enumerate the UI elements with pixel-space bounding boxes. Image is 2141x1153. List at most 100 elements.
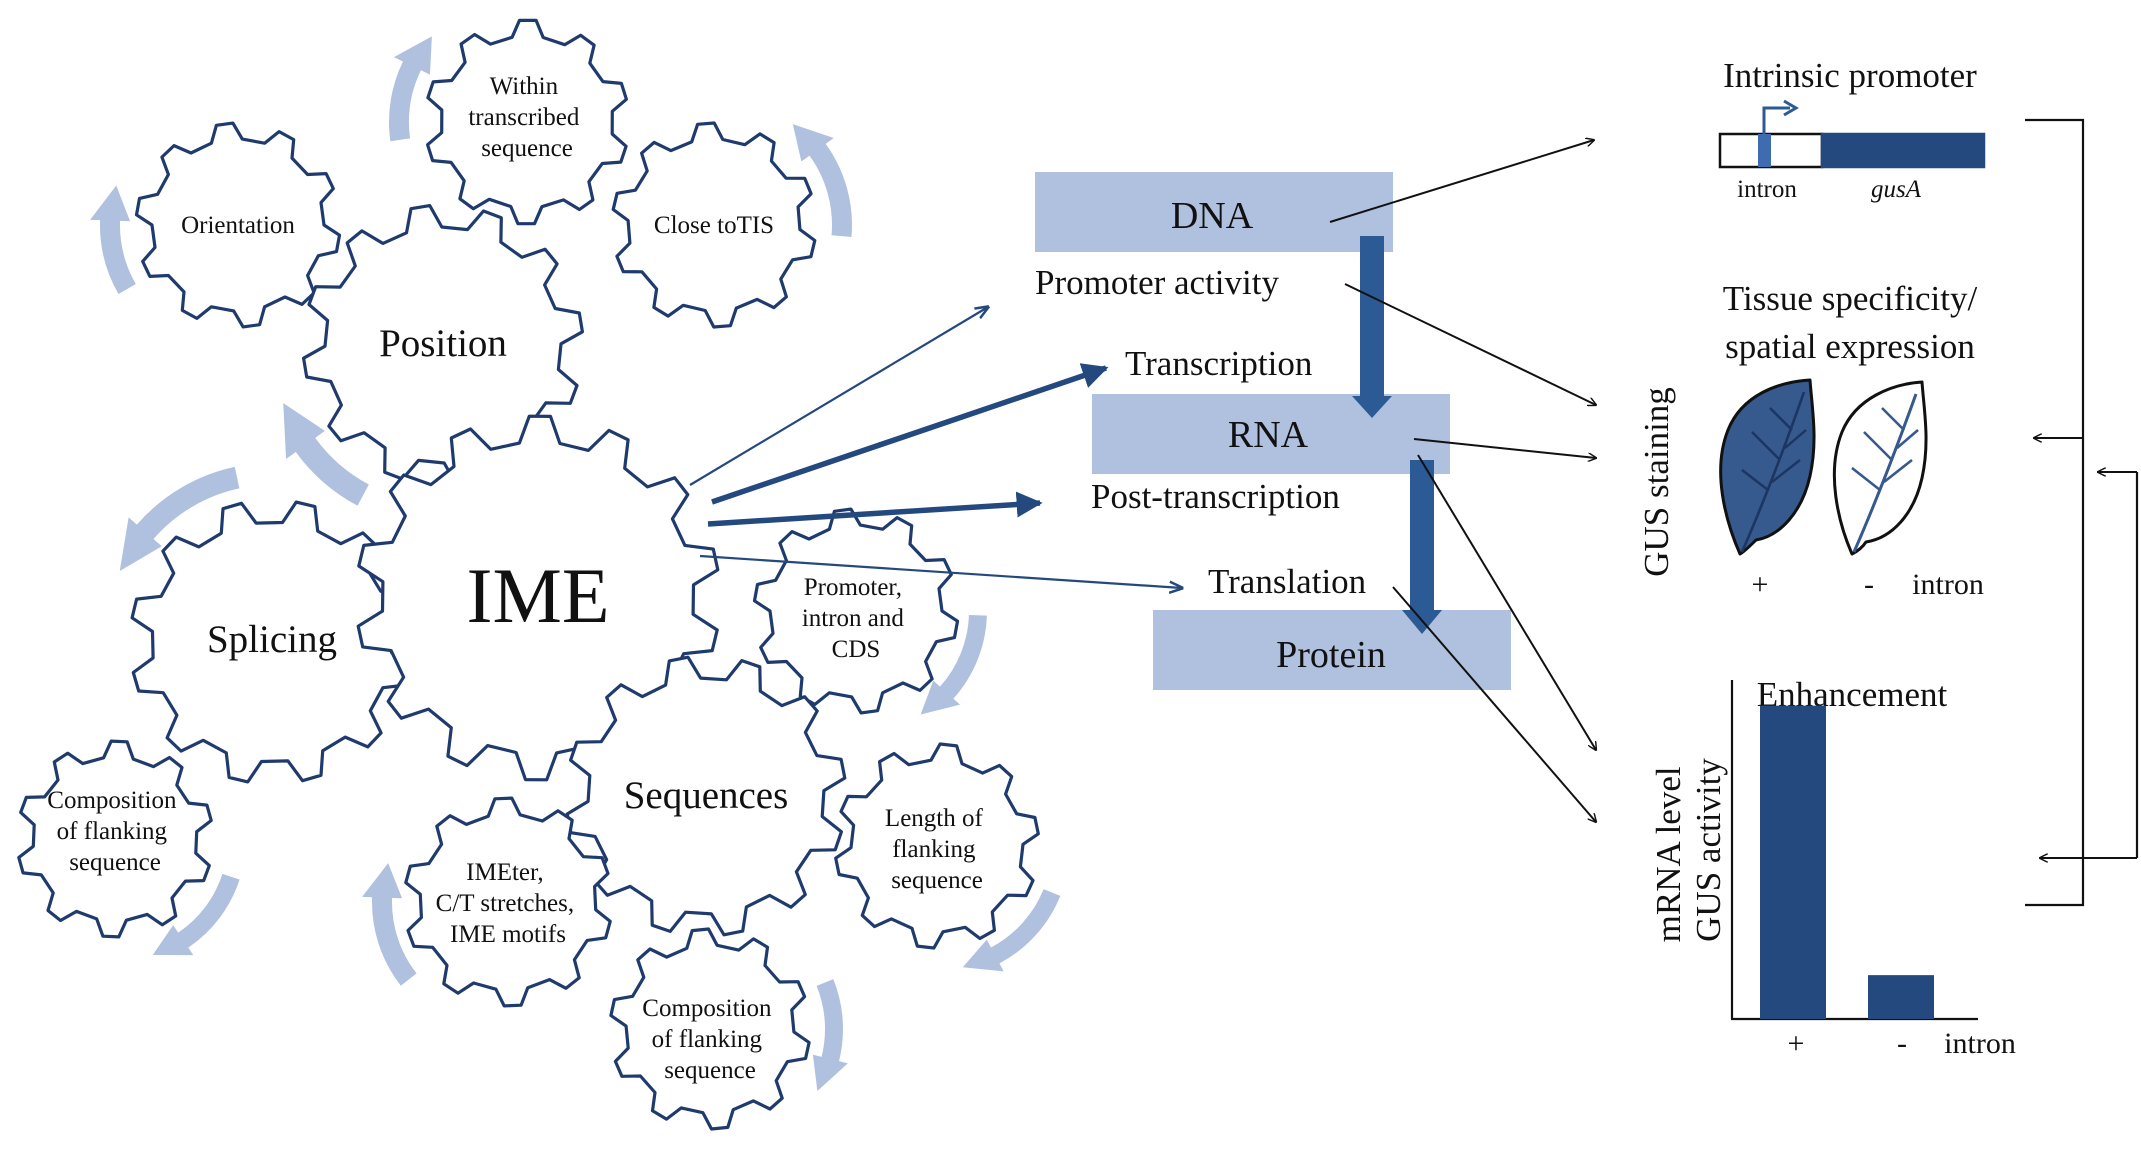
construct-gusa-label: gusA: [1871, 176, 1922, 203]
cycle-arrow-splicing: [119, 466, 240, 572]
composition-left-line-3: sequence: [69, 849, 161, 876]
chart-bars: [1760, 705, 1934, 1019]
gus-staining-label: GUS staining: [1637, 387, 1676, 577]
gear-sequences: [565, 655, 847, 937]
composition-bottom-line-3: sequence: [664, 1057, 756, 1084]
chart-ylabel: mRNA level GUS activity: [1649, 758, 1728, 943]
cycle-arrow-promoter-intron: [920, 614, 987, 715]
gear-label-imeter: IMEter, C/T stretches, IME motifs: [436, 859, 581, 948]
within-line-2: transcribed: [468, 104, 580, 131]
gear-label-ime: IME: [467, 552, 610, 639]
imeter-line-2: C/T stretches,: [436, 890, 574, 917]
cycle-arrow-within: [389, 36, 432, 142]
stained-leaf-icon: [1719, 378, 1816, 556]
promoter-to-staining-arrow: [1344, 283, 1596, 405]
dna-to-intrinsic-arrow: [1329, 140, 1594, 223]
chart-ylabel-line-1: mRNA level: [1649, 766, 1688, 942]
cycle-arrows: [90, 36, 1061, 1091]
imeter-line-1: IMEter,: [466, 859, 543, 886]
gear-cluster: [17, 18, 1040, 1131]
composition-left-line-2: of flanking: [57, 818, 168, 845]
cycle-arrow-imeter: [362, 863, 417, 986]
length-flanking-line-2: flanking: [892, 836, 976, 863]
gear-label-within: Within transcribed sequence: [468, 73, 585, 162]
construct-intron-label: intron: [1737, 176, 1797, 203]
unstained-leaf-icon: [1832, 380, 1928, 556]
tissue-title-line-1: Tissue specificity/: [1723, 279, 1978, 318]
dna-box: [1035, 172, 1393, 252]
chart-xlabel: intron: [1944, 1027, 2016, 1060]
ime-to-translation-arrow: [699, 554, 1182, 588]
within-line-3: sequence: [481, 135, 573, 162]
composition-left-line-1: Composition: [47, 787, 177, 814]
enhancement-chart: Enhancement mRNA level GUS activity + - …: [1649, 675, 2016, 1060]
tss-arrow: [1762, 106, 1790, 134]
chart-tick-minus: -: [1897, 1027, 1907, 1060]
staining-plus-label: +: [1752, 568, 1769, 601]
staining-minus-label: -: [1864, 568, 1874, 601]
gear-length-flanking: [834, 742, 1040, 950]
cycle-arrow-composition-left: [152, 873, 240, 956]
ime-to-stage-arrows: [689, 307, 1182, 588]
promoter-intron-line-2: intron and: [802, 605, 905, 632]
transcription-label: Transcription: [1125, 344, 1312, 383]
ime-to-transcription-arrow: [711, 363, 1109, 505]
gear-orientation: [134, 121, 342, 329]
dna-label: DNA: [1171, 195, 1254, 237]
cycle-arrow-composition-bottom: [812, 979, 848, 1091]
ime-to-post-transcription-arrow: [707, 491, 1043, 527]
gus-staining-panel: Tissue specificity/ spatial expression G…: [1637, 279, 1984, 601]
tss-arrowhead: [1783, 99, 1799, 117]
construct-gusa-bar: [1820, 132, 1986, 169]
gear-composition-bottom: [609, 927, 811, 1131]
gear-label-composition-left: Composition of flanking sequence: [47, 787, 182, 876]
gear-splicing: [130, 500, 414, 784]
gear-imeter: [404, 796, 612, 1008]
gear-promoter-intron: [752, 507, 960, 715]
post-transcription-label: Post-transcription: [1091, 477, 1340, 516]
rna-box: [1092, 394, 1450, 474]
chart-bar-minus: [1868, 975, 1934, 1019]
intrinsic-promoter-panel: Intrinsic promoter intron gusA: [1718, 56, 1986, 203]
protein-label: Protein: [1276, 634, 1386, 676]
gear-label-length-flanking: Length of flanking sequence: [885, 805, 989, 894]
staining-intron-label: intron: [1912, 568, 1984, 601]
rna-to-mrna-arrow: [1417, 454, 1596, 750]
rna-to-staining-arrow: [1413, 438, 1596, 458]
gear-composition-left: [17, 739, 213, 939]
translation-label: Translation: [1208, 562, 1366, 601]
expression-stages: DNA Promoter activity Transcription RNA …: [1035, 172, 1511, 690]
gear-label-position: Position: [379, 322, 507, 365]
cycle-arrow-close-tis: [792, 124, 853, 238]
gear-close-tis: [611, 121, 817, 329]
right-brackets: [2025, 118, 2139, 907]
rna-label: RNA: [1228, 414, 1309, 456]
chart-ylabel-line-2: GUS activity: [1689, 758, 1728, 942]
intrinsic-promoter-title: Intrinsic promoter: [1723, 56, 1977, 95]
dna-to-rna-arrowhead: [1352, 396, 1392, 418]
gear-labels: IME Position Splicing Sequences Orientat…: [47, 73, 989, 1084]
construct-promoter-mark: [1758, 134, 1771, 167]
gear-label-sequences: Sequences: [624, 774, 789, 817]
protein-box: [1153, 610, 1511, 690]
gear-label-promoter-intron: Promoter, intron and CDS: [802, 574, 910, 663]
gear-label-composition-bottom: Composition of flanking sequence: [642, 995, 777, 1084]
chart-bar-plus: [1760, 705, 1826, 1019]
gear-label-close-tis: Close toTIS: [654, 212, 774, 239]
tissue-title-line-2: spatial expression: [1725, 327, 1975, 366]
gear-label-orientation: Orientation: [181, 212, 295, 239]
within-line-1: Within: [490, 73, 559, 100]
chart-tick-plus: +: [1788, 1027, 1805, 1060]
cycle-arrow-orientation: [90, 185, 136, 294]
composition-bottom-line-2: of flanking: [652, 1026, 763, 1053]
imeter-line-3: IME motifs: [450, 921, 566, 948]
readout-arrows: [1329, 140, 1596, 822]
ime-to-promoter-arrow: [689, 307, 988, 486]
translation-to-gus-arrow: [1392, 586, 1596, 822]
outer-bracket: [2025, 118, 2085, 907]
cycle-arrow-length-flanking: [962, 889, 1061, 972]
promoter-activity-label: Promoter activity: [1035, 263, 1279, 302]
promoter-intron-line-3: CDS: [832, 636, 881, 663]
